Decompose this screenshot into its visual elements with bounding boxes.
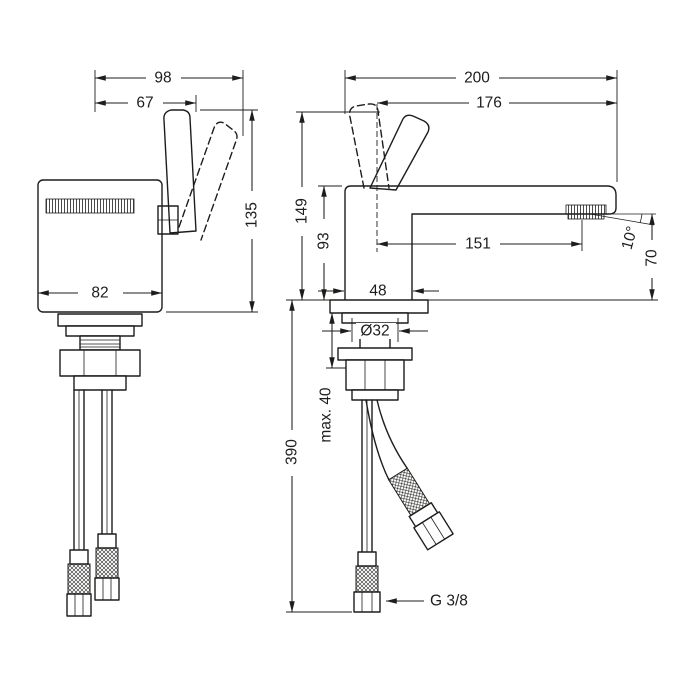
supply-hose-straight — [353, 399, 381, 613]
dim-width-total: 200 — [344, 70, 618, 87]
side-view: 98 67 135 82 — [37, 70, 261, 617]
mounting-washer — [337, 347, 413, 361]
dim-mounting-max: max. 40 — [318, 312, 335, 443]
aerator-outlet — [567, 213, 605, 220]
dim-body-width: 48 — [318, 283, 439, 300]
hose-crimp — [357, 551, 377, 567]
dim-height-handle: 135 — [244, 109, 261, 313]
front-view: 200 176 149 93 151 — [284, 70, 661, 613]
dim-height-total-text: 149 — [294, 198, 311, 224]
mounting-nut-front — [345, 359, 405, 391]
dim-depth-handle-text: 67 — [136, 95, 153, 112]
dim-spout-reach-text: 151 — [465, 236, 491, 253]
dim-hole-diameter-text: Ø32 — [360, 323, 389, 340]
dim-connection-thread-text: G 3/8 — [430, 593, 468, 610]
hose-nut — [66, 593, 92, 617]
dim-spout-angle-text: 10° — [619, 224, 641, 251]
base-flange — [329, 299, 429, 314]
hose-nut — [94, 577, 120, 601]
dim-spout-height-text: 93 — [316, 232, 333, 249]
hose-braid — [355, 565, 379, 593]
dim-mounting-max-text: max. 40 — [318, 387, 335, 443]
dim-spout-angle: 10° — [589, 213, 656, 252]
mounting-hardware-side — [57, 313, 143, 391]
dim-hose-length-text: 390 — [284, 439, 301, 465]
handle-lever-side — [163, 109, 197, 234]
supply-hose-right — [94, 389, 120, 601]
dim-spout-width-text: 176 — [476, 95, 502, 112]
dim-width-total-text: 200 — [464, 70, 490, 87]
handle-lever-front-dashed — [348, 103, 390, 189]
dim-spout-width: 176 — [376, 95, 618, 112]
hose-connection-nut — [353, 591, 381, 613]
hose-braid — [95, 547, 119, 579]
supply-hose-left — [66, 389, 92, 617]
hose-nut — [413, 511, 454, 551]
dim-hose-length: 390 — [284, 299, 301, 613]
dim-body-depth: 82 — [37, 285, 163, 302]
handle-lever-side-tilted-dashed — [178, 121, 238, 241]
dim-outlet-height: 70 — [644, 213, 661, 301]
dim-spout-height: 93 — [316, 185, 333, 301]
dim-body-width-text: 48 — [369, 283, 386, 300]
dim-outlet-height-text: 70 — [644, 249, 661, 267]
handle-lever-front — [369, 114, 430, 191]
mounting-hardware-front — [329, 299, 429, 401]
dim-body-depth-text: 82 — [91, 285, 108, 302]
aerator-band-side — [45, 198, 135, 214]
dim-depth-total: 98 — [94, 70, 244, 87]
dim-depth-total-text: 98 — [154, 70, 171, 87]
dim-height-handle-text: 135 — [244, 202, 261, 228]
faucet-body-front — [344, 185, 617, 301]
mounting-nut-side — [59, 349, 141, 377]
faucet-body-side — [37, 179, 163, 313]
dim-connection-thread: G 3/8 — [385, 593, 468, 610]
hose-crimp — [97, 533, 117, 549]
dim-height-total: 149 — [294, 111, 311, 301]
dim-text-backing — [356, 323, 396, 339]
dim-spout-reach: 151 — [376, 236, 583, 253]
supply-hose-angled — [365, 399, 454, 551]
hose-braid — [67, 563, 91, 595]
hose-collar — [351, 389, 399, 401]
dim-hole-diameter: Ø32 — [322, 318, 428, 342]
hose-crimp — [69, 549, 89, 565]
aerator-front — [565, 204, 607, 215]
dim-depth-handle: 67 — [94, 95, 197, 112]
